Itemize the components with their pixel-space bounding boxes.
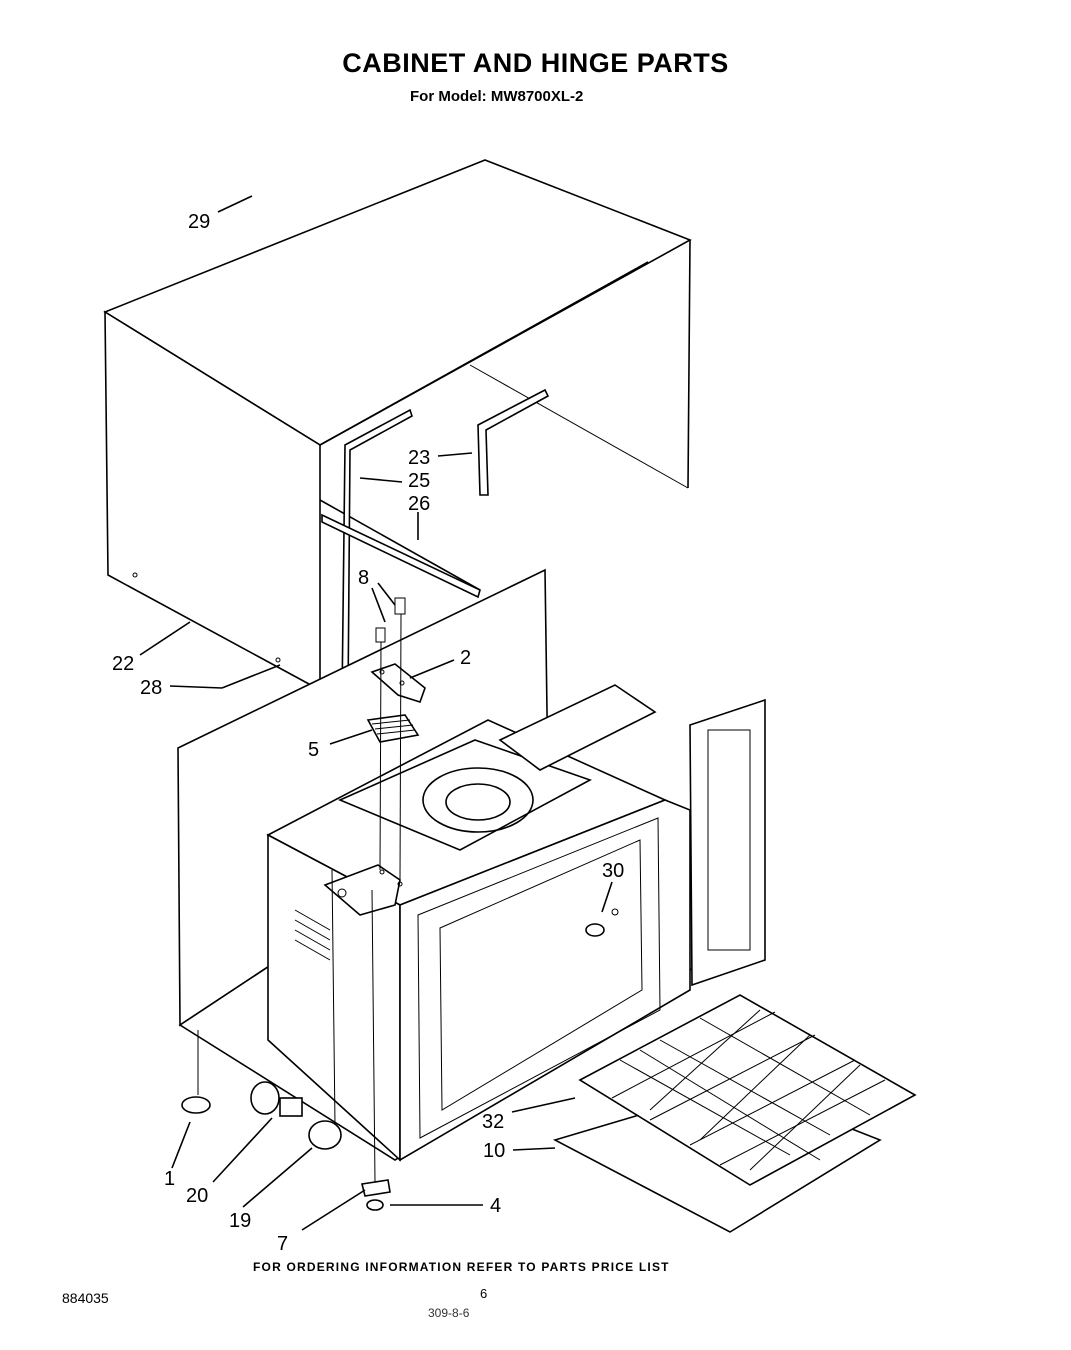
callout-2: 2	[460, 647, 471, 669]
callout-26: 26	[408, 493, 430, 515]
oven-chassis	[177, 568, 766, 1162]
loose-parts	[181, 869, 391, 1211]
ordering-note: FOR ORDERING INFORMATION REFER TO PARTS …	[253, 1260, 670, 1274]
handwritten-note: 309-8-6	[428, 1306, 470, 1320]
page-number: 6	[480, 1286, 488, 1301]
callout-4: 4	[490, 1195, 501, 1217]
callout-20: 20	[186, 1185, 208, 1207]
hinge-parts	[366, 597, 426, 881]
document-number: 884035	[62, 1290, 109, 1306]
model-subtitle: For Model: MW8700XL-2	[410, 88, 584, 105]
cabinet-wrapper	[103, 159, 692, 692]
callout-19: 19	[229, 1210, 251, 1232]
callout-10: 10	[483, 1140, 505, 1162]
page-title: CABINET AND HINGE PARTS	[342, 48, 729, 78]
callout-29: 29	[188, 211, 210, 233]
callout-28: 28	[140, 677, 162, 699]
callout-8: 8	[358, 567, 369, 589]
callout-30: 30	[602, 860, 624, 882]
callout-25: 25	[408, 470, 430, 492]
leader-lines	[139, 195, 613, 1231]
callout-1: 1	[164, 1168, 175, 1190]
callout-23: 23	[408, 447, 430, 469]
callout-22: 22	[112, 653, 134, 675]
callout-32: 32	[482, 1111, 504, 1133]
callout-5: 5	[308, 739, 319, 761]
callout-7: 7	[277, 1233, 288, 1255]
oven-rack	[552, 994, 917, 1233]
callout-labels: 29 23 25 26 8 2 22 28 5 30 32 10 4 1 20 …	[112, 211, 624, 1255]
